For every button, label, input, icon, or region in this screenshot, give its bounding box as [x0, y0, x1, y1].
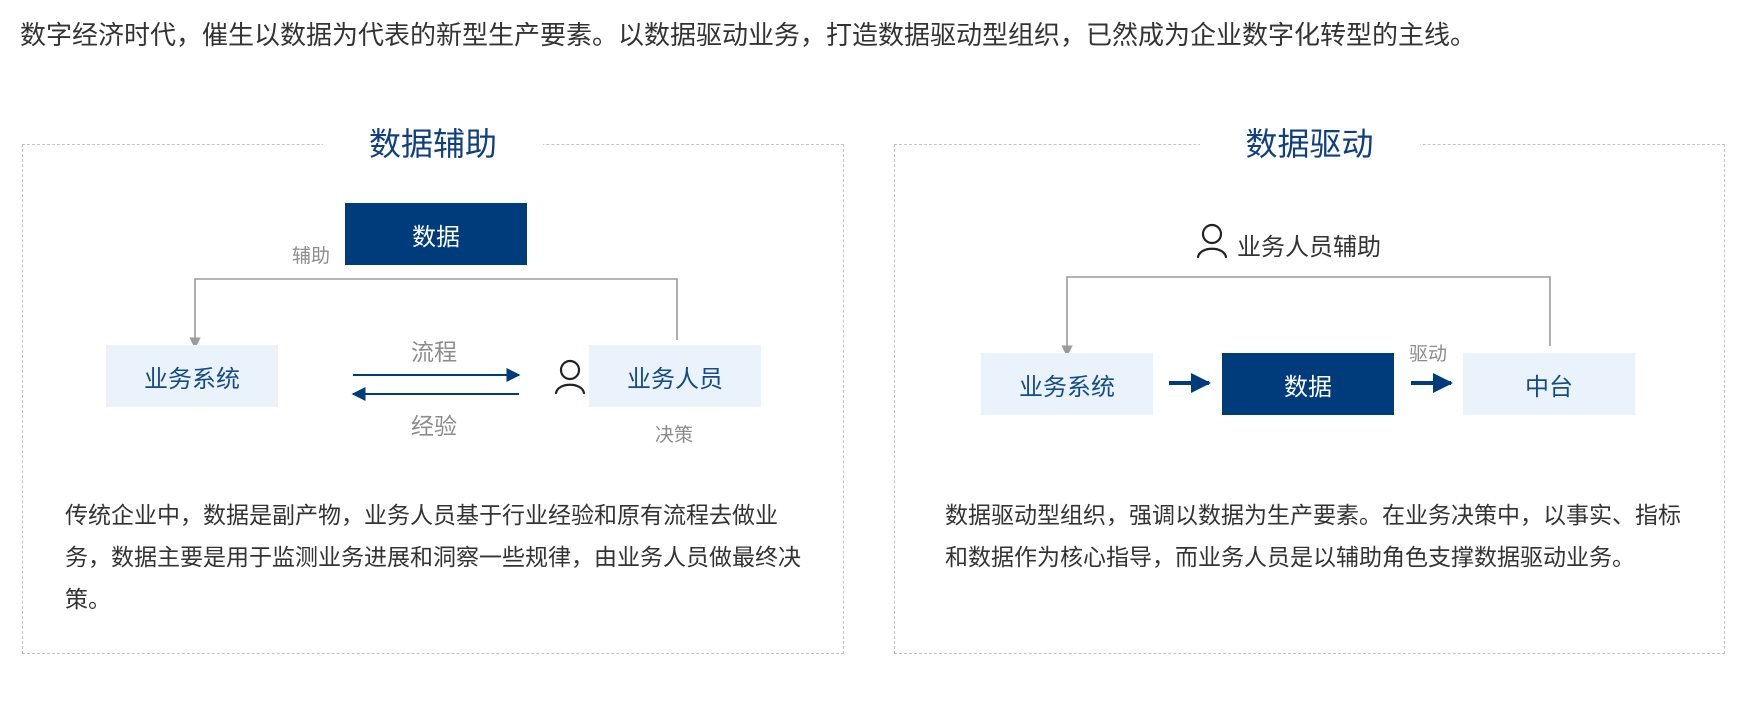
data-driven-panel: 数据驱动 业务人员辅助 业务系统 数据 驱动 中台 数据驱动型组织，强调以数据为… — [894, 115, 1725, 654]
process-label: 流程 — [411, 340, 457, 366]
staff-assist-label: 业务人员辅助 — [1237, 233, 1381, 261]
assist-label: 辅助 — [292, 245, 331, 267]
experience-label: 经验 — [411, 414, 457, 440]
drive-label: 驱动 — [1409, 343, 1448, 365]
person-icon — [554, 359, 586, 395]
data-assist-panel: 数据辅助 数据 辅助 业务系统 流程 经验 业务人员 决策 传统企业中，数据是副… — [22, 115, 844, 654]
data-box: 数据 — [1222, 353, 1394, 415]
middle-platform-box: 中台 — [1463, 353, 1635, 415]
decision-label: 决策 — [655, 424, 694, 446]
intro-text: 数字经济时代，催生以数据为代表的新型生产要素。以数据驱动业务，打造数据驱动型组织… — [20, 21, 1477, 51]
data-driven-title: 数据驱动 — [1199, 115, 1420, 173]
business-system-box: 业务系统 — [106, 345, 278, 407]
business-system-box: 业务系统 — [981, 353, 1153, 415]
business-staff-box: 业务人员 — [589, 345, 761, 407]
data-assist-title: 数据辅助 — [322, 115, 544, 173]
data-box: 数据 — [345, 203, 527, 265]
staff-assist-connector — [1061, 276, 1551, 357]
data-assist-description: 传统企业中，数据是副产物，业务人员基于行业经验和原有流程去做业务，数据主要是用于… — [65, 503, 801, 613]
person-icon — [1196, 223, 1228, 259]
data-driven-description: 数据驱动型组织，强调以数据为生产要素。在业务决策中，以事实、指标和数据作为核心指… — [945, 503, 1681, 571]
